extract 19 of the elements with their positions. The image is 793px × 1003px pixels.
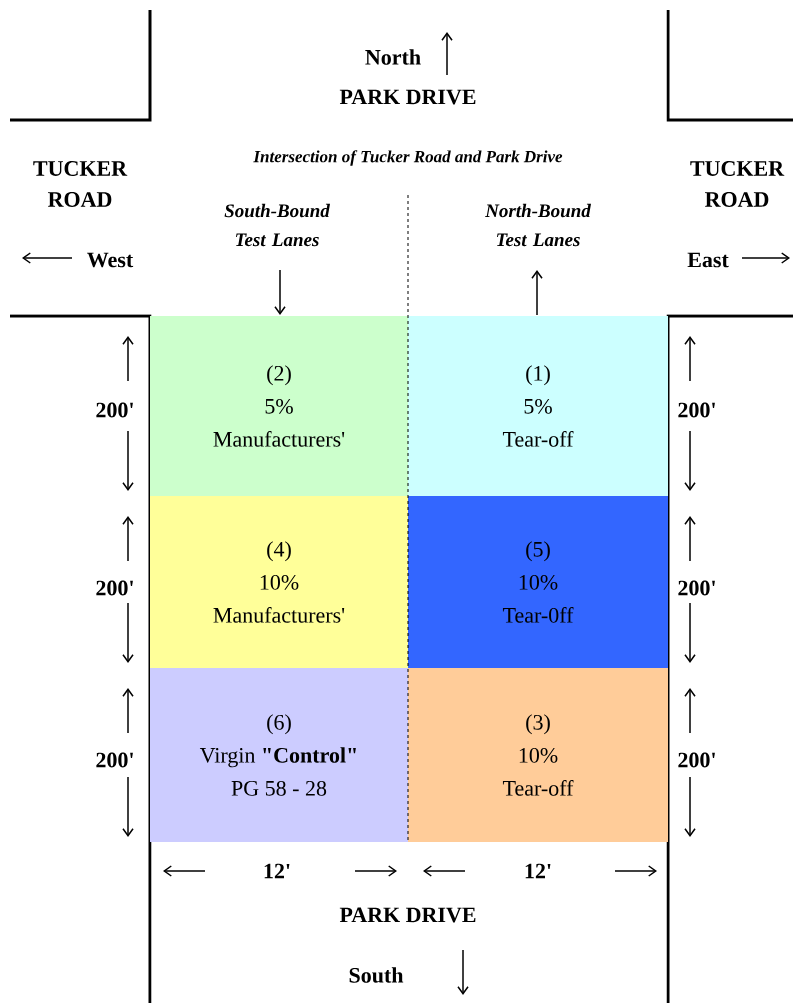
- road-label: East: [687, 252, 729, 268]
- road-label: TUCKER ROAD: [690, 161, 785, 207]
- road-label: PARK DRIVE: [339, 89, 476, 105]
- road-label: North: [365, 49, 421, 65]
- road-label: Intersection of Tucker Road and Park Drive: [253, 150, 563, 166]
- road-label: 12': [264, 863, 290, 879]
- test-section: (1) 5% Tear-off: [408, 316, 668, 496]
- road-label: North-Bound Test Lanes: [485, 203, 591, 247]
- road-label: 12': [525, 863, 551, 879]
- road-label: South: [349, 967, 404, 983]
- road-label: South-Bound Test Lanes: [224, 203, 330, 247]
- road-label: West: [87, 252, 134, 268]
- test-section: (5) 10% Tear-0ff: [408, 496, 668, 668]
- test-section: (2) 5% Manufacturers': [150, 316, 408, 496]
- test-section: (4) 10% Manufacturers': [150, 496, 408, 668]
- road-label: PARK DRIVE: [339, 907, 476, 923]
- test-section: (6) Virgin "Control" PG 58 - 28: [150, 668, 408, 842]
- road-label: TUCKER ROAD: [33, 161, 128, 207]
- test-section: (3) 10% Tear-off: [408, 668, 668, 842]
